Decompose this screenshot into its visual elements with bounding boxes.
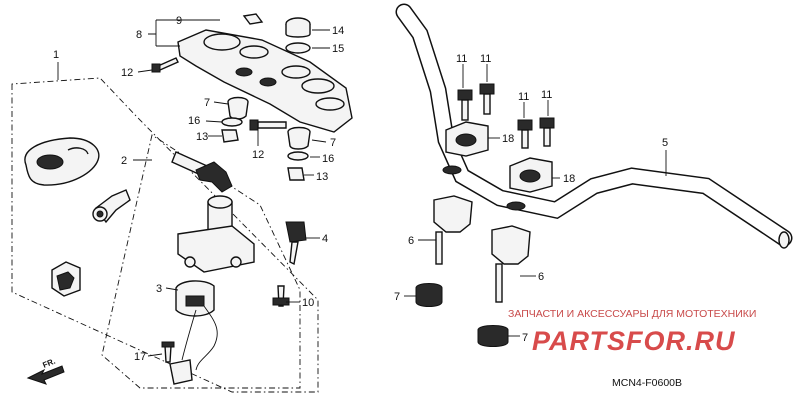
holder-lower-6a-part	[433, 195, 473, 265]
callout-12b: 12	[252, 149, 264, 161]
callout-13a: 13	[196, 131, 208, 143]
callout-7c: 7	[394, 291, 400, 303]
screw-17-part	[161, 341, 175, 363]
bolt-11b-part	[479, 83, 495, 115]
callout-5: 5	[662, 137, 668, 149]
callout-15: 15	[332, 43, 344, 55]
watermark-logo: PARTSFOR.RU	[532, 326, 736, 356]
callout-2: 2	[121, 155, 127, 167]
rubber-7d-part	[477, 325, 509, 347]
leader-7b	[311, 139, 327, 143]
leader-17	[147, 353, 163, 357]
leader-12a	[137, 69, 153, 73]
callout-10: 10	[302, 297, 314, 309]
assembly-frame-2	[101, 134, 301, 389]
bolt-10-part	[272, 285, 290, 307]
callout-18b: 18	[563, 173, 575, 185]
callout-9: 9	[176, 15, 182, 27]
front-direction-arrow: FR.	[26, 357, 65, 385]
holder-upper-18b-part	[509, 157, 553, 193]
washer-15-part	[285, 42, 311, 54]
callout-7a: 7	[204, 97, 210, 109]
switch-body-part	[169, 280, 218, 385]
callout-13b: 13	[316, 171, 328, 183]
leader-16a	[205, 120, 223, 123]
callout-1: 1	[53, 49, 59, 61]
leader-7a	[213, 101, 229, 105]
leader-3	[165, 287, 179, 291]
ignition-switch-part	[171, 151, 255, 273]
bolt-11a-part	[457, 89, 473, 121]
bolt-12a-part	[151, 57, 179, 73]
callout-6a: 6	[408, 235, 414, 247]
callout-16b: 16	[322, 153, 334, 165]
leader-8	[148, 19, 220, 47]
key-part	[285, 221, 307, 266]
callout-11c: 11	[518, 91, 529, 103]
callout-7b: 7	[330, 137, 336, 149]
callout-11d: 11	[541, 89, 552, 101]
rubber-7c-part	[415, 283, 443, 307]
callout-11b: 11	[480, 53, 491, 65]
rubber-7b-part	[287, 126, 311, 150]
callout-4: 4	[322, 233, 328, 245]
rubber-mount-part	[51, 261, 81, 297]
callout-16a: 16	[188, 115, 200, 127]
diagram-code: MCN4-F0600B	[612, 377, 682, 389]
callout-3: 3	[156, 283, 162, 295]
bolt-11d-part	[539, 117, 555, 147]
assembly-frame-1	[11, 77, 319, 393]
washer-16a-part	[221, 117, 243, 127]
nut-13b-part	[287, 167, 305, 181]
callout-11a: 11	[456, 53, 467, 65]
front-direction-label: FR.	[41, 357, 56, 370]
top-bridge-part	[177, 29, 353, 133]
plate-9-part	[242, 13, 264, 25]
rubber-7a-part	[227, 96, 249, 120]
clip-part	[92, 189, 131, 224]
callout-6b: 6	[538, 271, 544, 283]
nut-13a-part	[221, 129, 239, 143]
cap-14-part	[285, 17, 311, 38]
handlebar-part	[395, 3, 793, 249]
callout-17: 17	[134, 351, 146, 363]
bolt-12b-part	[249, 119, 287, 131]
callout-7d: 7	[522, 332, 528, 344]
holder-lower-6b-part	[491, 225, 531, 303]
callout-12a: 12	[121, 67, 133, 79]
washer-16b-part	[287, 151, 309, 161]
callout-18a: 18	[502, 133, 514, 145]
callout-8: 8	[136, 29, 142, 41]
callout-14: 14	[332, 25, 344, 37]
holder-upper-18a-part	[445, 121, 489, 157]
bolt-11c-part	[517, 119, 533, 149]
switch-cover-part	[24, 137, 100, 186]
watermark-caption: ЗАПЧАСТИ И АКСЕССУАРЫ ДЛЯ МОТОТЕХНИКИ	[508, 308, 756, 320]
